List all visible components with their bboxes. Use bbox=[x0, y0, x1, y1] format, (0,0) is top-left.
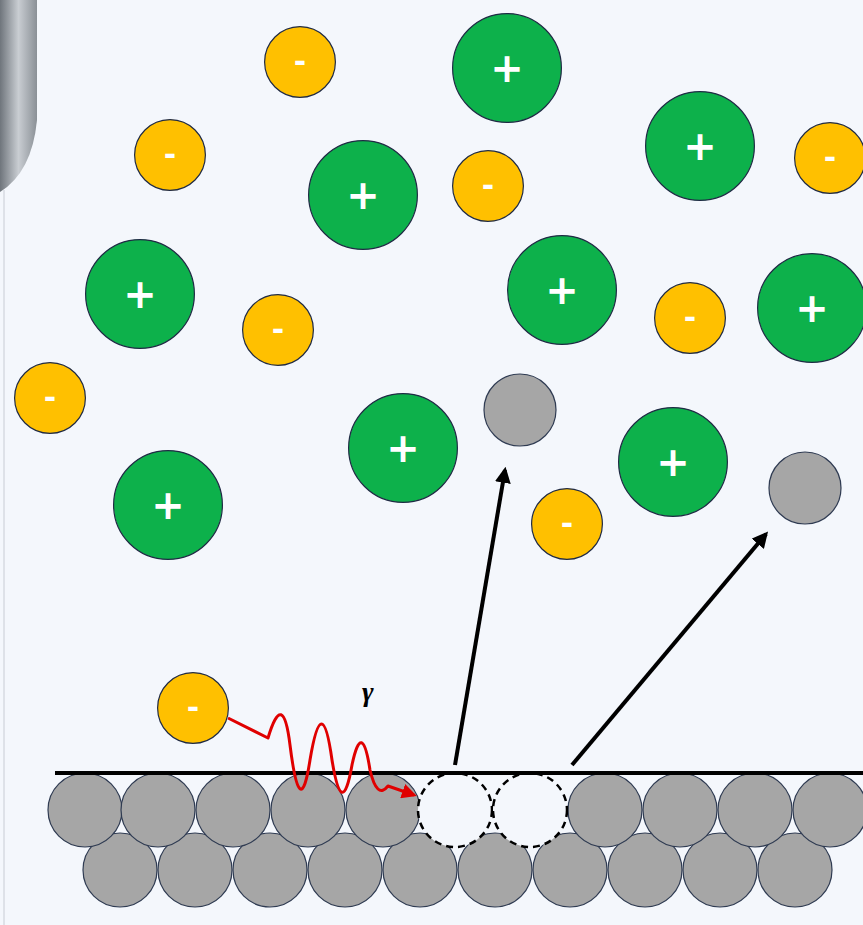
particle-circle bbox=[15, 363, 86, 434]
charge-sign: + bbox=[308, 140, 418, 250]
electron: - bbox=[654, 282, 726, 354]
particle-circle bbox=[453, 151, 524, 222]
particle-circle bbox=[349, 394, 458, 503]
charge-sign: + bbox=[757, 253, 863, 363]
charge-sign: - bbox=[794, 122, 863, 194]
positive-ion: + bbox=[507, 235, 617, 345]
particle-circle bbox=[532, 489, 603, 560]
electron: - bbox=[242, 294, 314, 366]
charge-sign: + bbox=[645, 91, 755, 201]
electron: - bbox=[157, 672, 229, 744]
target-surface bbox=[55, 771, 863, 775]
charge-sign: - bbox=[242, 294, 314, 366]
ejection-arrow bbox=[455, 470, 505, 765]
electron: - bbox=[531, 488, 603, 560]
electron: - bbox=[452, 150, 524, 222]
charge-sign: + bbox=[348, 393, 458, 503]
charge-sign: + bbox=[452, 13, 562, 123]
particle-circle bbox=[655, 283, 726, 354]
particle-circle bbox=[114, 451, 223, 560]
particle-circle bbox=[453, 14, 562, 123]
positive-ion: + bbox=[113, 450, 223, 560]
frame-edge bbox=[4, 190, 5, 925]
charge-sign: + bbox=[618, 407, 728, 517]
particle-circle bbox=[508, 236, 617, 345]
charge-sign: - bbox=[14, 362, 86, 434]
particle-circle bbox=[619, 408, 728, 517]
photon-wave bbox=[228, 715, 414, 795]
particle-circle bbox=[795, 123, 863, 194]
electron: - bbox=[134, 119, 206, 191]
sputtered-atom bbox=[769, 452, 841, 524]
charge-sign: - bbox=[157, 672, 229, 744]
positive-ion: + bbox=[348, 393, 458, 503]
photon-symbol: γ bbox=[362, 676, 374, 708]
particle-circle bbox=[309, 141, 418, 250]
charge-sign: - bbox=[654, 282, 726, 354]
particle-circle bbox=[135, 120, 206, 191]
positive-ion: + bbox=[757, 253, 863, 363]
particle-circle bbox=[86, 240, 195, 349]
particle-circle bbox=[158, 673, 229, 744]
positive-ion: + bbox=[645, 91, 755, 201]
target-atoms bbox=[48, 773, 863, 907]
positive-ion: + bbox=[308, 140, 418, 250]
charge-sign: + bbox=[85, 239, 195, 349]
charge-sign: - bbox=[531, 488, 603, 560]
electron: - bbox=[794, 122, 863, 194]
particle-circle bbox=[265, 27, 336, 98]
charge-sign: - bbox=[452, 150, 524, 222]
positive-ion: + bbox=[618, 407, 728, 517]
charge-sign: + bbox=[507, 235, 617, 345]
positive-ion: + bbox=[452, 13, 562, 123]
positive-ion: + bbox=[85, 239, 195, 349]
charge-sign: - bbox=[264, 26, 336, 98]
electron: - bbox=[264, 26, 336, 98]
charge-sign: + bbox=[113, 450, 223, 560]
charge-sign: - bbox=[134, 119, 206, 191]
particle-circle bbox=[646, 92, 755, 201]
photo-fragment bbox=[0, 0, 37, 192]
ejection-arrow bbox=[572, 534, 766, 765]
electron: - bbox=[14, 362, 86, 434]
vacancy-sites bbox=[418, 773, 567, 847]
particle-circle bbox=[758, 254, 863, 363]
particle-circle bbox=[243, 295, 314, 366]
sputtered-atom bbox=[484, 374, 556, 446]
